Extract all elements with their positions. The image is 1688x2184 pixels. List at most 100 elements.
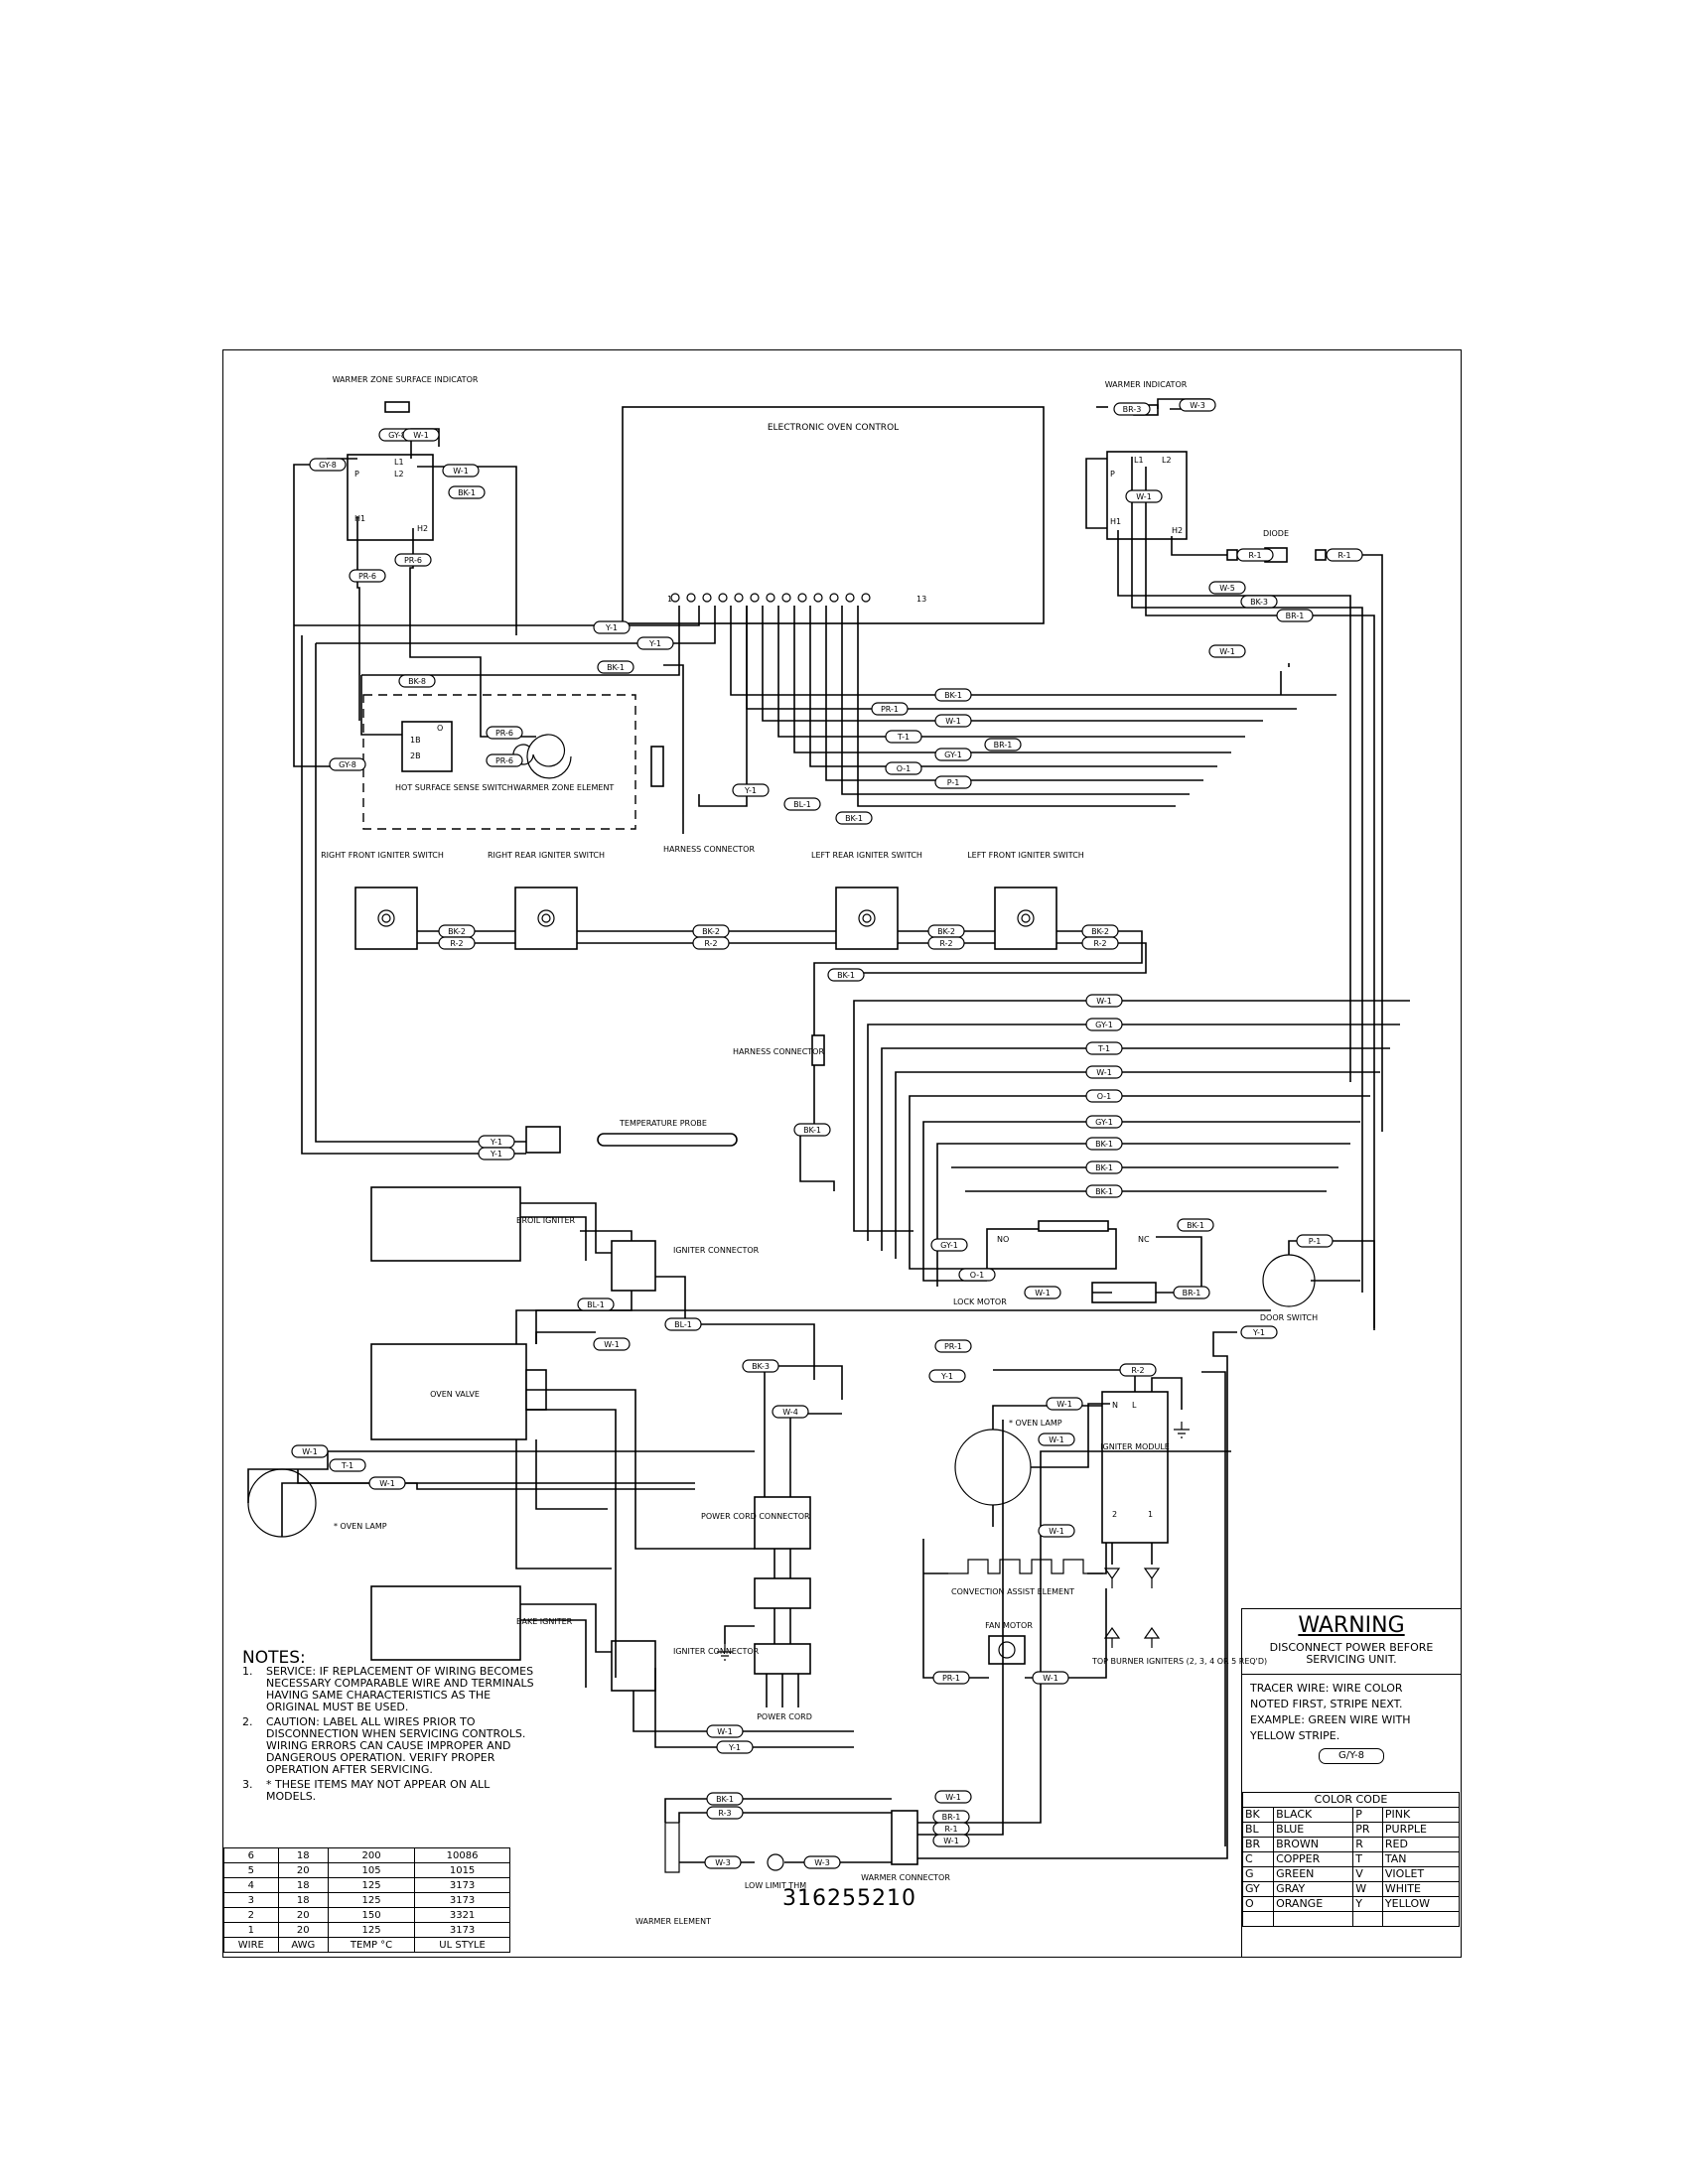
igniter-arrow-icon bbox=[1143, 1626, 1161, 1648]
svg-text:BK-1: BK-1 bbox=[845, 814, 863, 823]
wire-tag: GY-1 bbox=[930, 1238, 968, 1252]
svg-text:PR-1: PR-1 bbox=[942, 1674, 960, 1683]
wire-run bbox=[922, 1121, 1360, 1282]
svg-text:R-3: R-3 bbox=[718, 1809, 731, 1818]
wire-tag: BK-1 bbox=[934, 688, 972, 702]
wire-tag: R-1 bbox=[1326, 548, 1363, 562]
svg-text:BK-3: BK-3 bbox=[752, 1362, 770, 1371]
wire-run bbox=[520, 1202, 612, 1254]
tracer-example-tag: G/Y-8 bbox=[1319, 1748, 1384, 1764]
oven-lamp-left-label: * OVEN LAMP bbox=[334, 1522, 387, 1531]
wire-run bbox=[917, 1331, 1237, 1859]
svg-text:P-1: P-1 bbox=[1309, 1237, 1322, 1246]
svg-text:BK-1: BK-1 bbox=[837, 971, 855, 980]
wire-run bbox=[1117, 530, 1351, 1082]
wire-tag: W-1 bbox=[934, 714, 972, 728]
svg-text:O-1: O-1 bbox=[1097, 1092, 1112, 1101]
eoc-pin bbox=[845, 593, 855, 603]
svg-text:GY-8: GY-8 bbox=[388, 431, 406, 440]
wire-run bbox=[361, 606, 680, 676]
terminal-h1-r: H1 bbox=[1110, 517, 1121, 526]
warmer-zone-indicator-lamp bbox=[384, 401, 410, 413]
wire-tag: Y-1 bbox=[636, 636, 674, 650]
eoc-pin bbox=[861, 593, 871, 603]
wire-tag: R-2 bbox=[1081, 936, 1119, 950]
ground-icon bbox=[1174, 1422, 1190, 1438]
wire-run bbox=[762, 606, 1263, 722]
note-3: 3.* THESE ITEMS MAY NOT APPEAR ON ALL MO… bbox=[242, 1778, 491, 1803]
wire-run bbox=[654, 1668, 854, 1748]
wire-tag: W-1 bbox=[934, 1790, 972, 1804]
wire-run bbox=[793, 606, 1231, 753]
wire-tag: Y-1 bbox=[478, 1147, 515, 1160]
right-front-igniter-switch-label: RIGHT FRONT IGNITER SWITCH bbox=[321, 851, 444, 860]
tracer-wire-note: TRACER WIRE: WIRE COLOR NOTED FIRST, STR… bbox=[1242, 1674, 1461, 1774]
diode-label: DIODE bbox=[1263, 529, 1289, 538]
terminal-nc: NC bbox=[1138, 1235, 1150, 1244]
svg-text:PR-6: PR-6 bbox=[358, 572, 376, 581]
svg-text:W-1: W-1 bbox=[1043, 1674, 1058, 1683]
wire-tag: GY-1 bbox=[934, 748, 972, 761]
svg-text:GY-1: GY-1 bbox=[944, 751, 962, 759]
svg-text:Y-1: Y-1 bbox=[940, 1372, 953, 1381]
svg-text:BK-8: BK-8 bbox=[408, 677, 426, 686]
svg-text:W-1: W-1 bbox=[453, 467, 469, 476]
svg-text:W-1: W-1 bbox=[945, 717, 961, 726]
eoc-pin-header bbox=[670, 593, 871, 603]
wire-tag: BK-2 bbox=[692, 924, 730, 938]
wire-tag: O-1 bbox=[958, 1268, 996, 1282]
svg-text:BR-1: BR-1 bbox=[1286, 612, 1305, 620]
igniter-module bbox=[1101, 1391, 1169, 1544]
power-cord-connector bbox=[754, 1496, 811, 1550]
wire-tag: BK-1 bbox=[827, 968, 865, 982]
eoc-pin bbox=[718, 593, 728, 603]
wire-tag: O-1 bbox=[885, 761, 922, 775]
svg-text:T-1: T-1 bbox=[897, 733, 910, 742]
wire-run bbox=[917, 1450, 1231, 1824]
svg-text:W-1: W-1 bbox=[413, 431, 429, 440]
wire-tag: R-3 bbox=[706, 1806, 744, 1820]
svg-text:BK-1: BK-1 bbox=[607, 663, 625, 672]
wire-tag: W-1 bbox=[1038, 1524, 1075, 1538]
svg-text:Y-1: Y-1 bbox=[605, 623, 618, 632]
wire-run bbox=[789, 1413, 842, 1497]
broil-igniter bbox=[370, 1186, 521, 1262]
wire-run bbox=[857, 606, 1176, 807]
wire-tag: T-1 bbox=[329, 1458, 366, 1472]
harness-connector-mid-label: HARNESS CONNECTOR bbox=[733, 1047, 824, 1056]
wire-tag: BK-2 bbox=[438, 924, 476, 938]
eoc-pin bbox=[750, 593, 760, 603]
svg-text:Y-1: Y-1 bbox=[490, 1150, 502, 1159]
wire-run bbox=[247, 1450, 755, 1503]
wire-tag: W-1 bbox=[1125, 489, 1163, 503]
svg-text:BL-1: BL-1 bbox=[674, 1320, 692, 1329]
wire-tag: Y-1 bbox=[1240, 1325, 1278, 1339]
svg-text:Y-1: Y-1 bbox=[490, 1138, 502, 1147]
warmer-connector bbox=[891, 1810, 918, 1865]
svg-text:PR-6: PR-6 bbox=[495, 756, 513, 765]
eoc-pin-last: 13 bbox=[916, 595, 926, 604]
terminal-no: NO bbox=[997, 1235, 1009, 1244]
terminal-h2: H2 bbox=[417, 524, 428, 533]
wire-tag: BK-1 bbox=[448, 485, 486, 499]
wire-run bbox=[678, 1812, 892, 1823]
wire-tag: R-1 bbox=[1236, 548, 1274, 562]
wire-tag: W-1 bbox=[1038, 1433, 1075, 1446]
wire-tag: W-3 bbox=[704, 1855, 742, 1869]
svg-text:BR-3: BR-3 bbox=[1123, 405, 1142, 414]
bake-igniter bbox=[370, 1585, 521, 1661]
wire-run bbox=[535, 1439, 608, 1510]
svg-text:R-1: R-1 bbox=[1248, 551, 1261, 560]
svg-text:Y-1: Y-1 bbox=[1252, 1328, 1265, 1337]
wire-tag: Y-1 bbox=[716, 1740, 754, 1754]
svg-text:BR-1: BR-1 bbox=[942, 1813, 961, 1822]
svg-text:W-1: W-1 bbox=[1049, 1435, 1064, 1444]
hot-surface-sense-switch bbox=[401, 721, 453, 772]
wire-run bbox=[777, 606, 1245, 738]
